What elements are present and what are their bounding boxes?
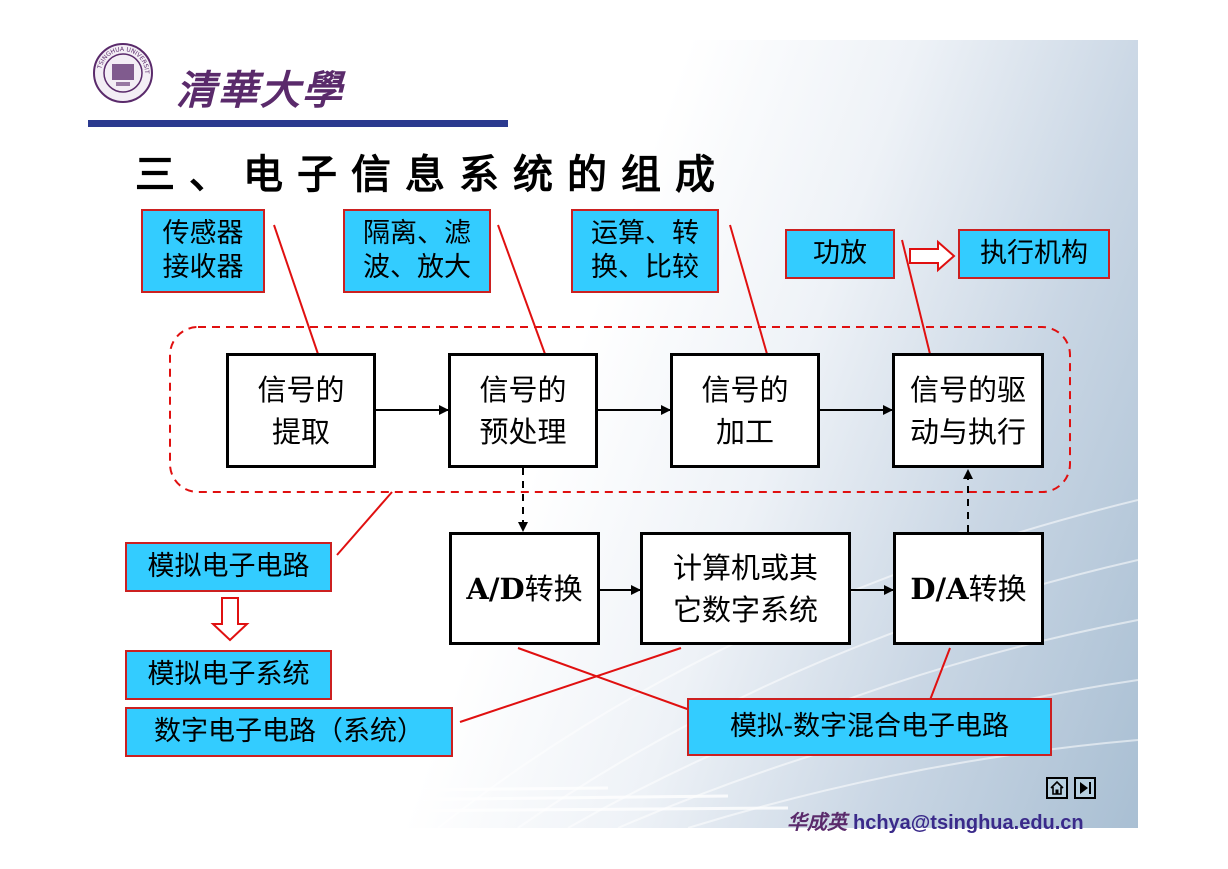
author-email: hchya@tsinghua.edu.cn bbox=[853, 812, 1084, 834]
label-power-amp: 功放 bbox=[785, 229, 895, 279]
block-signal-process: 信号的加工 bbox=[670, 353, 820, 468]
footer-author-email: 华成英 hchya@tsinghua.edu.cn bbox=[787, 806, 1084, 835]
block-signal-drive: 信号的驱动与执行 bbox=[892, 353, 1044, 468]
block-da-converter: D/A转换 bbox=[893, 532, 1044, 645]
title-bar bbox=[88, 120, 508, 127]
label-sensor: 传感器接收器 bbox=[141, 209, 265, 293]
label-actuator: 执行机构 bbox=[958, 229, 1110, 279]
label-analog-circuit: 模拟电子电路 bbox=[125, 542, 332, 592]
leader-analog-circuit bbox=[336, 491, 393, 556]
next-page-icon[interactable] bbox=[1074, 777, 1096, 799]
block-signal-preprocess: 信号的预处理 bbox=[448, 353, 598, 468]
label-mixed-circuit: 模拟-数字混合电子电路 bbox=[687, 698, 1052, 756]
leader-mixed-1 bbox=[517, 647, 691, 711]
label-compute: 运算、转换、比较 bbox=[571, 209, 719, 293]
university-seal-logo: TSINGHUA UNIVERSITY bbox=[89, 37, 154, 104]
leader-compute bbox=[729, 224, 768, 355]
author-name: 华成英 bbox=[787, 810, 847, 834]
label-digital-circuit: 数字电子电路（系统） bbox=[125, 707, 453, 757]
home-icon[interactable] bbox=[1046, 777, 1068, 799]
leader-power-amp bbox=[901, 239, 931, 355]
analog-dashed-boundary bbox=[169, 326, 1071, 493]
leader-digital-1 bbox=[459, 647, 682, 723]
label-analog-system: 模拟电子系统 bbox=[125, 650, 332, 700]
hollow-arrow-right bbox=[909, 239, 956, 273]
block-signal-extract: 信号的提取 bbox=[226, 353, 376, 468]
hollow-arrow-down bbox=[210, 597, 250, 642]
university-name: 清華大學 bbox=[176, 67, 344, 114]
slide-title: 三、电子信息系统的组成 bbox=[135, 151, 729, 198]
block-ad-converter: A/D转换 bbox=[449, 532, 600, 645]
block-computer: 计算机或其它数字系统 bbox=[640, 532, 851, 645]
leader-sensor bbox=[273, 224, 319, 355]
leader-mixed-2 bbox=[929, 647, 951, 701]
label-isolation: 隔离、滤波、放大 bbox=[343, 209, 491, 293]
leader-isolation bbox=[497, 224, 546, 355]
